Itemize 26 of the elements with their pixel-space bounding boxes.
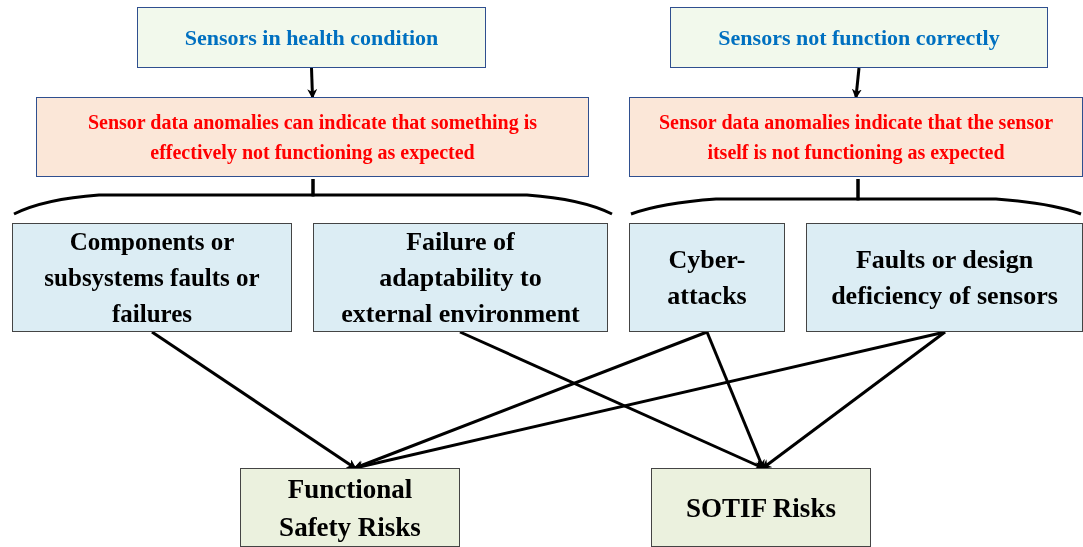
box-text: Cyber-attacks: [666, 243, 748, 312]
brace-line: [856, 179, 1082, 216]
text-box: [629, 223, 785, 332]
box-text: Functional Safety Risks: [278, 472, 422, 544]
text-box: [137, 7, 486, 68]
text-box: [240, 468, 460, 547]
arrow: [151, 330, 357, 470]
arrow: [851, 67, 862, 99]
text-box: [651, 468, 871, 547]
box-text: Sensor data anomalies can indicate that something is effectively not functioning as expected: [86, 110, 539, 166]
text-box: [670, 7, 1048, 68]
text-box: [629, 97, 1083, 177]
text-box: [36, 97, 589, 177]
box-text: SOTIF Risks: [686, 491, 836, 525]
box-text: Sensors in health condition: [184, 24, 439, 52]
arrow: [307, 67, 318, 99]
text-box: [313, 223, 608, 332]
box-text: Faults or design deficiency of sensors: [830, 243, 1059, 312]
box-text: Sensor data anomalies indicate that the sensor itself is not functioning as expected: [657, 110, 1055, 166]
arrow: [761, 330, 946, 470]
box-text: Failure of adaptability to external environment: [340, 225, 581, 330]
text-box: [12, 223, 292, 332]
box-text: Components or subsystems faults or failures: [43, 226, 261, 329]
text-box: [806, 223, 1083, 332]
brace-line: [311, 179, 613, 216]
box-text: Sensors not function correctly: [718, 24, 1000, 52]
